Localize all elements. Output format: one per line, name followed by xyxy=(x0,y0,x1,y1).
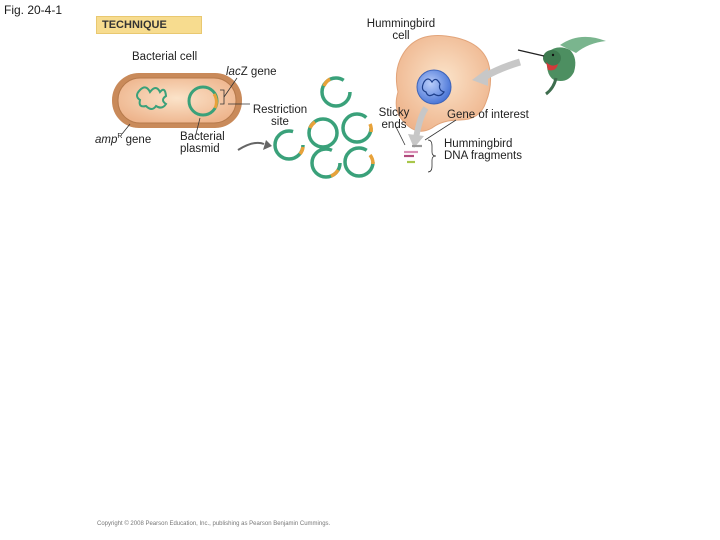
bacterial-cell xyxy=(112,73,242,128)
arrow-to-plasmids xyxy=(237,141,265,151)
fragment-callouts xyxy=(395,119,457,173)
figure-label: Fig. 20-4-1 xyxy=(4,3,63,17)
plasmid-5 xyxy=(310,147,342,179)
callout-lines xyxy=(121,77,250,135)
hummingbird-dna-fragments-label: Hummingbird DNA fragments xyxy=(444,138,522,162)
plasmid-3 xyxy=(307,117,339,149)
hummingbird-icon xyxy=(517,36,606,96)
bacterial-chromosome xyxy=(136,86,168,110)
plasmid-4 xyxy=(341,112,373,144)
dna-fragments xyxy=(404,144,422,164)
plasmid-group xyxy=(273,76,375,179)
extraction-arrow xyxy=(413,106,429,139)
copyright-notice: Copyright © 2008 Pearson Education, Inc.… xyxy=(97,521,331,527)
lacz-gene-label: lacZ gene xyxy=(226,66,277,78)
restriction-site-label: Restriction site xyxy=(252,104,308,128)
technique-banner: TECHNIQUE xyxy=(96,16,202,34)
plasmid-1 xyxy=(320,76,352,108)
plasmid-6 xyxy=(343,146,375,178)
nucleus xyxy=(416,69,452,105)
bacterial-plasmid-label: Bacterial plasmid xyxy=(180,131,225,155)
bacterial-cell-label: Bacterial cell xyxy=(132,51,198,63)
bird-to-cell-arrow xyxy=(484,58,522,80)
sticky-ends-label: Sticky ends xyxy=(378,107,410,131)
plasmid-2 xyxy=(273,129,305,161)
ampr-gene-label: ampR gene xyxy=(95,133,152,146)
hummingbird-cell-label: Hummingbird cell xyxy=(366,18,436,42)
hummingbird-cell xyxy=(395,35,492,148)
gene-of-interest-label: Gene of interest xyxy=(447,109,529,121)
